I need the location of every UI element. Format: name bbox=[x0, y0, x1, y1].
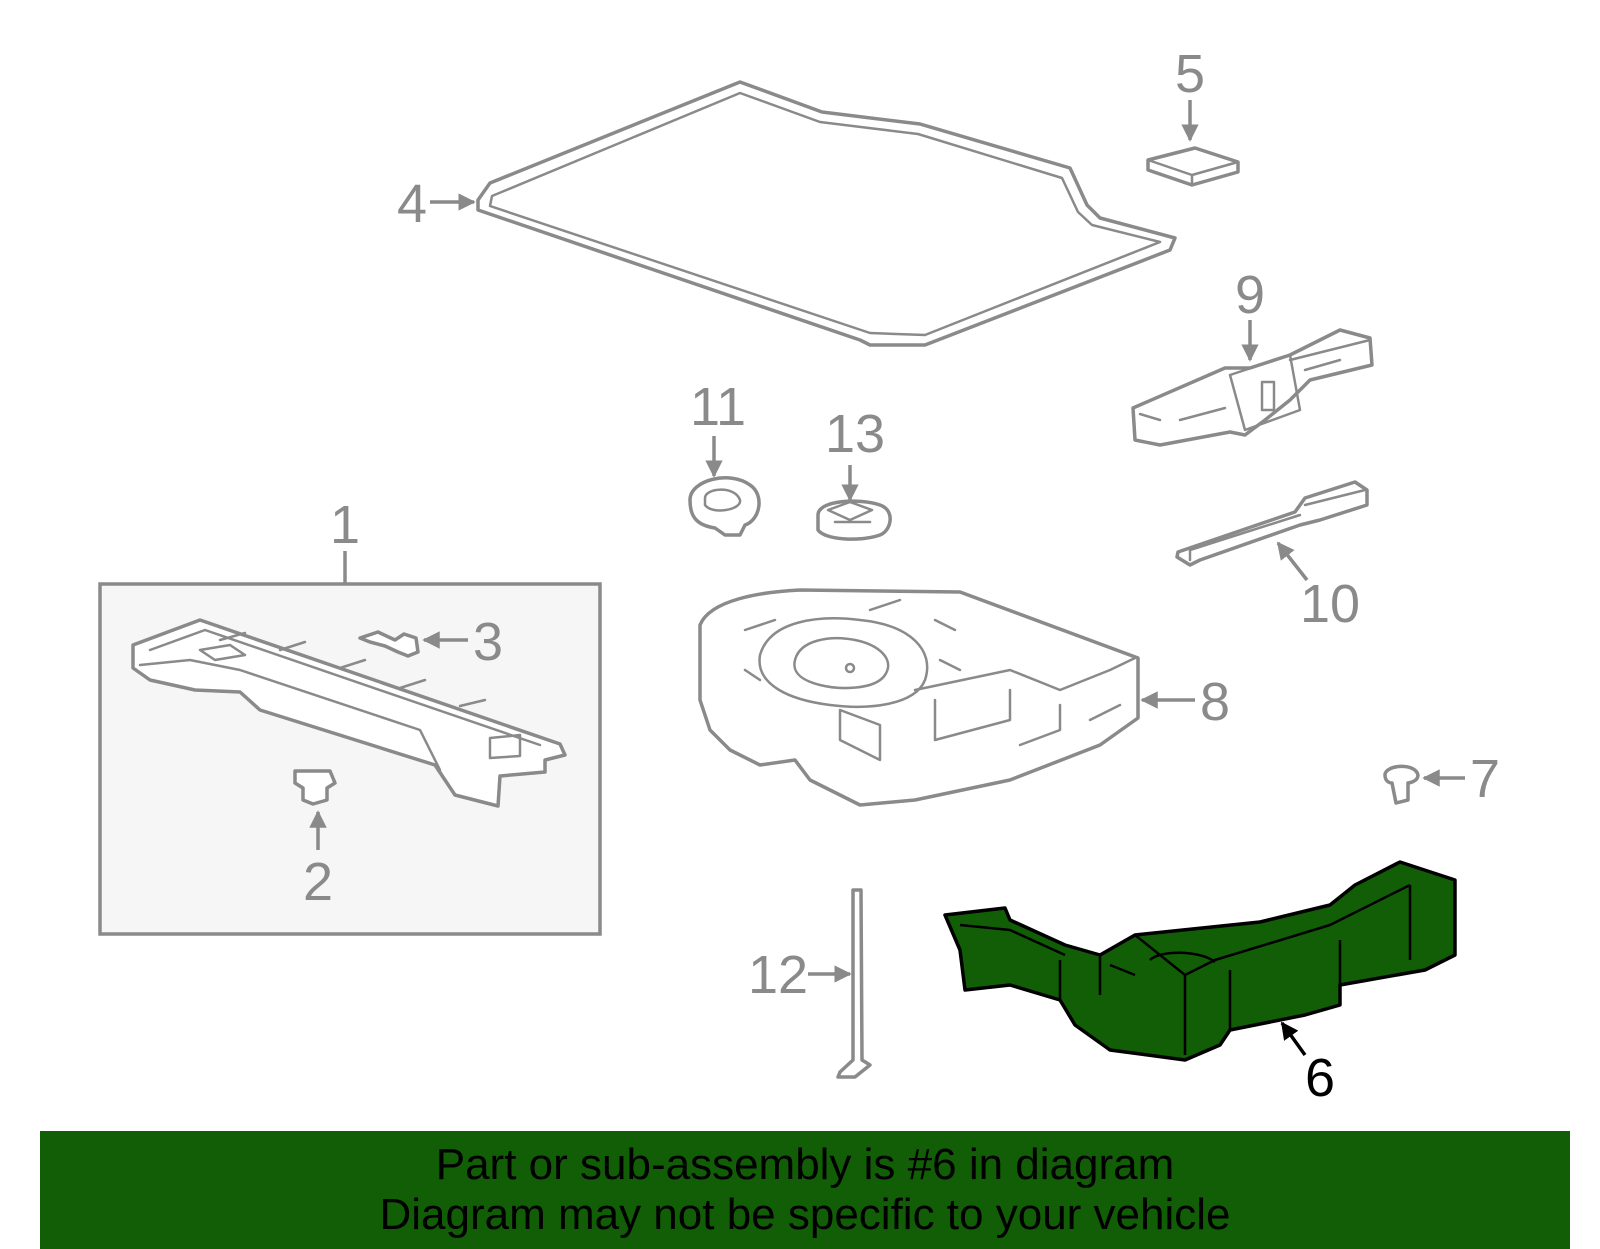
part-1-rear-sill-panel bbox=[131, 618, 567, 808]
callout-9: 9 bbox=[1235, 265, 1265, 325]
callout-1: 1 bbox=[330, 495, 360, 555]
part-2-clip bbox=[293, 769, 337, 850]
callout-10: 10 bbox=[1300, 574, 1360, 634]
part-9-jack bbox=[1131, 320, 1374, 447]
part-13-hold-down bbox=[816, 465, 892, 541]
part-8-foam-tray bbox=[698, 588, 1195, 807]
part-4-floor-cover bbox=[430, 80, 1177, 347]
part-11-grommet bbox=[688, 436, 761, 537]
callout-13: 13 bbox=[825, 404, 885, 464]
part-3-bolt bbox=[358, 630, 468, 658]
callout-4: 4 bbox=[397, 174, 427, 234]
callout-5: 5 bbox=[1175, 44, 1205, 104]
banner-line-2: Diagram may not be specific to your vehi… bbox=[379, 1190, 1231, 1239]
banner-line-1: Part or sub-assembly is #6 in diagram bbox=[435, 1140, 1175, 1189]
part-10-wrench bbox=[1175, 480, 1369, 582]
callout-2: 2 bbox=[303, 852, 333, 912]
callout-7: 7 bbox=[1470, 749, 1500, 809]
callout-12: 12 bbox=[748, 945, 808, 1005]
part-5-pad bbox=[1146, 100, 1240, 187]
callout-11: 11 bbox=[690, 377, 746, 437]
callout-6: 6 bbox=[1305, 1048, 1335, 1108]
info-banner: Part or sub-assembly is #6 in diagram Di… bbox=[40, 1131, 1570, 1249]
part-7-push-pin bbox=[1383, 764, 1465, 805]
callout-8: 8 bbox=[1200, 672, 1230, 732]
part-6-tray-highlighted bbox=[943, 860, 1457, 1062]
part-12-strap bbox=[808, 888, 872, 1079]
callout-3: 3 bbox=[473, 612, 503, 672]
